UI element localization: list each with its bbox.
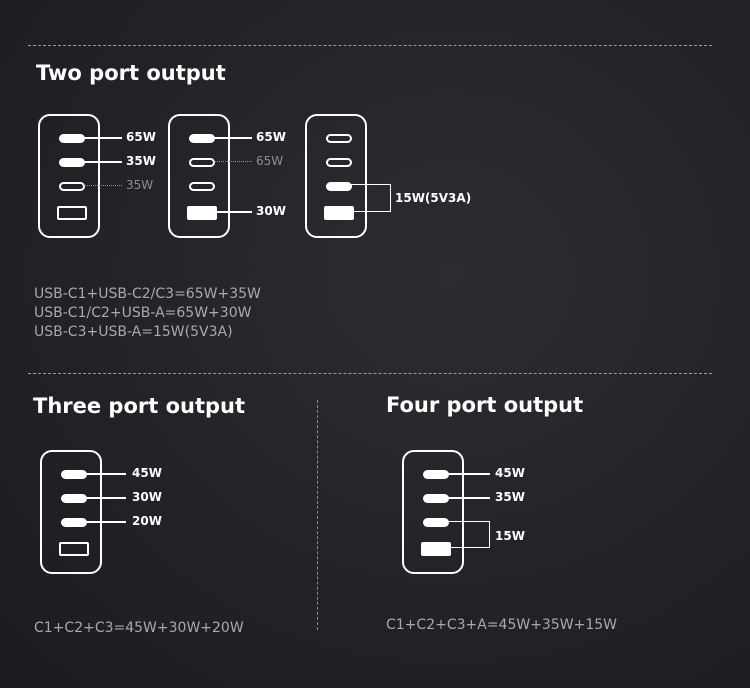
leader-line <box>448 497 490 499</box>
usb-c1-port <box>189 134 215 143</box>
power-label: 35W <box>495 490 525 504</box>
charger-two-port-2 <box>168 114 230 238</box>
charger-four-port <box>402 450 464 574</box>
leader-line <box>214 161 252 162</box>
caption-line: USB-C1/C2+USB-A=65W+30W <box>34 305 252 321</box>
usb-a-port <box>59 542 89 556</box>
caption-line: USB-C1+USB-C2/C3=65W+35W <box>34 286 261 302</box>
charger-two-port-3 <box>305 114 367 238</box>
usb-c2-port <box>423 494 449 503</box>
leader-line <box>84 137 122 139</box>
usb-c3-port <box>326 182 352 191</box>
power-label: 35W <box>126 154 156 168</box>
leader-line <box>214 137 252 139</box>
power-label: 45W <box>495 466 525 480</box>
power-label: 65W <box>126 130 156 144</box>
usb-c3-port <box>189 182 215 191</box>
power-label: 30W <box>132 490 162 504</box>
four-port-caption: C1+C2+C3+A=45W+35W+15W <box>386 617 617 633</box>
power-label: 65W <box>256 154 284 168</box>
usb-c2-port <box>326 158 352 167</box>
usb-c3-port <box>61 518 87 527</box>
leader-line <box>448 473 490 475</box>
usb-c1-port <box>326 134 352 143</box>
power-label: 65W <box>256 130 286 144</box>
combined-power-label: 15W <box>495 529 525 543</box>
usb-c1-port <box>59 134 85 143</box>
leader-line <box>86 521 126 523</box>
caption-line: USB-C3+USB-A=15W(5V3A) <box>34 324 233 340</box>
three-port-caption: C1+C2+C3=45W+30W+20W <box>34 620 244 636</box>
usb-a-port <box>421 542 451 556</box>
combined-power-label: 15W(5V3A) <box>395 191 472 205</box>
power-label: 35W <box>126 178 154 192</box>
combined-bracket <box>351 184 391 212</box>
usb-a-port <box>57 206 87 220</box>
combined-bracket <box>448 521 490 548</box>
usb-c2-port <box>189 158 215 167</box>
power-label: 30W <box>256 204 286 218</box>
usb-c2-port <box>59 158 85 167</box>
two-port-title: Two port output <box>36 61 226 85</box>
four-port-title: Four port output <box>386 393 584 417</box>
charger-two-port-1 <box>38 114 100 238</box>
leader-line <box>214 211 252 213</box>
usb-c3-port <box>423 518 449 527</box>
usb-c1-port <box>61 470 87 479</box>
usb-c2-port <box>61 494 87 503</box>
usb-c3-port <box>59 182 85 191</box>
leader-line <box>86 473 126 475</box>
three-port-title: Three port output <box>33 394 246 418</box>
usb-a-port <box>324 206 354 220</box>
power-label: 45W <box>132 466 162 480</box>
usb-c1-port <box>423 470 449 479</box>
usb-a-port <box>187 206 217 220</box>
power-label: 20W <box>132 514 162 528</box>
leader-line <box>84 161 122 163</box>
middle-divider <box>28 373 712 374</box>
two-port-captions: USB-C1+USB-C2/C3=65W+35W USB-C1/C2+USB-A… <box>34 285 261 342</box>
vertical-divider <box>317 400 318 630</box>
leader-line <box>86 497 126 499</box>
leader-line <box>84 185 122 186</box>
charger-three-port <box>40 450 102 574</box>
top-divider <box>28 45 712 46</box>
